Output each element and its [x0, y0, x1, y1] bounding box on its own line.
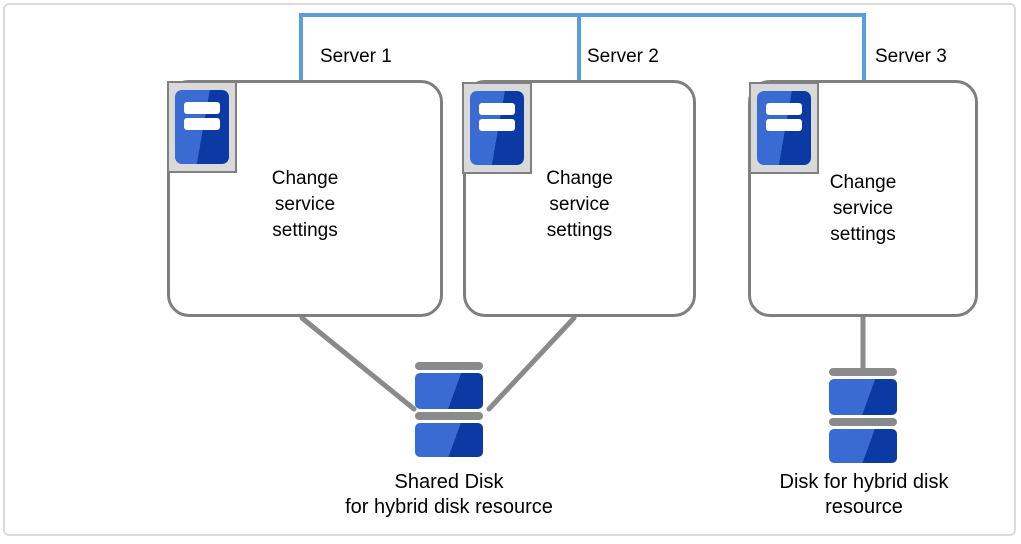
hybrid-disk-icon — [829, 368, 897, 466]
hybrid-disk-caption: Disk for hybrid disk resource — [779, 471, 949, 518]
server-slot-bar — [184, 102, 220, 114]
disk-top-bar — [415, 362, 483, 370]
disk-platter — [415, 373, 483, 409]
server-slot-bar — [766, 103, 802, 115]
server-icon — [749, 82, 819, 174]
server-1-action-text: Change service settings — [271, 168, 339, 241]
disk-middle-bar — [829, 418, 897, 426]
shared-disk-icon — [415, 362, 483, 460]
server-slot-bar — [766, 119, 802, 131]
server-front-panel — [757, 91, 811, 165]
disk-top-bar — [829, 368, 897, 376]
server-2-box — [463, 80, 696, 317]
server-1-label: Server 1 — [320, 46, 392, 67]
network-interconnect-line — [299, 13, 866, 80]
server1-to-shared-disk-line — [299, 315, 417, 412]
server-icon — [462, 82, 532, 174]
disk-middle-bar — [415, 412, 483, 420]
disk-platter — [415, 423, 483, 457]
server-front-panel — [470, 91, 524, 165]
server-slot-bar — [184, 118, 220, 130]
disk-platter — [829, 429, 897, 463]
server-slot-bar — [479, 119, 515, 131]
server-2-label: Server 2 — [587, 46, 659, 67]
shared-disk-caption: Shared Disk for hybrid disk resource — [345, 471, 553, 518]
server-slot-bar — [479, 103, 515, 115]
server2-to-shared-disk-line — [486, 315, 577, 412]
server-2-action-text: Change service settings — [546, 168, 613, 241]
server-3-action-text: Change service settings — [829, 172, 897, 245]
server-front-panel — [175, 90, 229, 164]
server-3-label: Server 3 — [875, 46, 947, 67]
disk-platter — [829, 379, 897, 415]
server-icon — [167, 81, 237, 173]
